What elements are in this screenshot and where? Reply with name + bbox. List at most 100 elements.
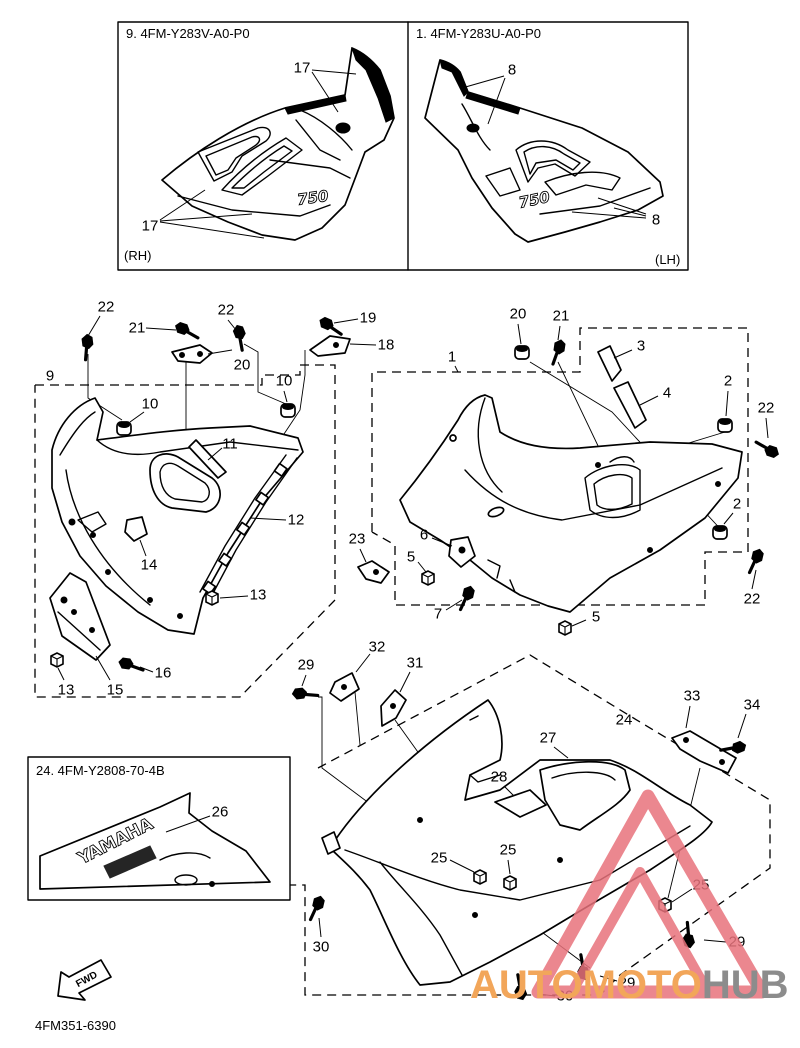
bolt-21 — [551, 338, 567, 366]
callout-10: 10 — [142, 396, 159, 413]
rh-fairing-decal-view: 750 — [161, 47, 395, 241]
group-1-lh-fairing: 1 20 21 3 4 2 22 — [349, 306, 782, 636]
strip-3 — [597, 345, 622, 382]
watermark-logo — [531, 789, 769, 999]
callout-33: 33 — [684, 688, 701, 705]
callout-16: 16 — [155, 665, 172, 682]
callout-28: 28 — [491, 769, 508, 786]
grommet-10-right — [280, 403, 296, 418]
callout-2: 2 — [724, 373, 732, 390]
clip-20 — [171, 344, 213, 364]
group-24-boundary — [290, 654, 771, 996]
watermark-text: AUTOMOTOHUB — [470, 963, 789, 1007]
clip-14 — [124, 516, 148, 542]
watermark-triangle-inner — [567, 867, 713, 997]
group-24-under-cowl: 24 29 32 31 33 — [289, 639, 771, 1005]
group-1-label: 1 — [448, 349, 456, 366]
rh-side-label: (RH) — [124, 248, 151, 263]
clip-18 — [309, 335, 351, 357]
callout-17-bottom: 17 — [142, 218, 159, 235]
nut-13-left — [50, 652, 64, 668]
callout-7: 7 — [434, 606, 442, 623]
grommet-2-upper — [717, 418, 733, 433]
grommet-20 — [514, 345, 530, 360]
part-12-rail — [199, 454, 298, 598]
callout-22: 22 — [98, 299, 115, 316]
lh-side-label: (LH) — [655, 252, 680, 267]
lh-lower-fairing — [399, 394, 743, 613]
callout-34: 34 — [744, 697, 761, 714]
bracket-33 — [671, 730, 737, 774]
rh-fairing-part-number: 9. 4FM-Y283V-A0-P0 — [126, 26, 250, 41]
callout-18: 18 — [378, 337, 395, 354]
callout-13: 13 — [250, 587, 267, 604]
top-inset-frame — [117, 21, 689, 271]
callout-14: 14 — [141, 557, 158, 574]
nut-5-left — [421, 570, 435, 586]
callout-5: 5 — [592, 609, 600, 626]
callout-21: 21 — [129, 320, 146, 337]
yamaha-decal — [39, 792, 271, 890]
strip-4 — [613, 381, 647, 429]
watermark-text-hub: HUB — [702, 963, 789, 1007]
callout-5: 5 — [407, 549, 415, 566]
group-24-label: 24 — [616, 712, 633, 729]
forward-arrow: FWD — [57, 959, 112, 1001]
callout-29: 29 — [298, 657, 315, 674]
callout-10: 10 — [276, 373, 293, 390]
callout-25: 25 — [500, 842, 517, 859]
nut-13-right — [205, 590, 219, 606]
callout-8-bottom: 8 — [652, 212, 660, 229]
callout-23: 23 — [349, 531, 366, 548]
callout-20: 20 — [510, 306, 527, 323]
group-9-label: 9 — [46, 368, 54, 385]
grommet-2-lower — [712, 525, 728, 540]
callout-3: 3 — [637, 338, 645, 355]
part-11-strip — [149, 439, 227, 513]
callout-26: 26 — [212, 804, 229, 821]
rh-lower-fairing — [51, 397, 304, 635]
callout-8-top: 8 — [508, 62, 516, 79]
callout-2: 2 — [733, 496, 741, 513]
callout-22: 22 — [744, 591, 761, 608]
nut-25-left — [473, 869, 487, 885]
grommet-10-left — [116, 421, 132, 436]
bolt-19 — [316, 314, 346, 336]
nut-25-middle — [503, 875, 517, 891]
bolt-30-left — [308, 893, 327, 923]
callout-22: 22 — [758, 400, 775, 417]
callout-17-top: 17 — [294, 60, 311, 77]
bolt-22-lower — [747, 546, 766, 576]
callout-20: 20 — [234, 357, 251, 374]
bolt-16 — [117, 656, 145, 672]
callout-12: 12 — [288, 512, 305, 529]
callout-11: 11 — [222, 436, 238, 453]
decal-inset-frame — [27, 756, 291, 901]
top-inset: 9. 4FM-Y283V-A0-P0 1. 4FM-Y283U-A0-P0 (R… — [117, 21, 689, 271]
watermark-text-automoto: AUTOMOTO — [470, 963, 702, 1007]
callout-6: 6 — [420, 527, 428, 544]
callout-32: 32 — [369, 639, 386, 656]
callout-27: 27 — [540, 730, 557, 747]
diagram-code: 4FM351-6390 — [35, 1018, 116, 1033]
part-15-bracket — [49, 572, 111, 661]
pad-27 — [539, 760, 631, 831]
callout-22: 22 — [218, 302, 235, 319]
callout-30: 30 — [313, 939, 330, 956]
callout-31: 31 — [407, 655, 424, 672]
group-1-boundary — [371, 327, 749, 606]
bolt-29-top — [289, 682, 320, 704]
group-9-boundary — [34, 364, 336, 698]
nut-5-right — [558, 620, 572, 636]
decal-inset: 24. 4FM-Y2808-70-4B YAMAHA 26 — [27, 756, 291, 901]
lh-fairing-part-number: 1. 4FM-Y283U-A0-P0 — [416, 26, 541, 41]
rh-decal-750: 750 — [296, 187, 330, 209]
under-cowl — [329, 699, 713, 986]
bolt-21 — [172, 320, 202, 340]
callout-21: 21 — [553, 308, 570, 325]
lh-fairing-decal-view: 750 — [424, 59, 664, 243]
callout-13: 13 — [58, 682, 75, 699]
bolt-7 — [458, 583, 477, 613]
bolt-22-upper — [752, 440, 782, 460]
